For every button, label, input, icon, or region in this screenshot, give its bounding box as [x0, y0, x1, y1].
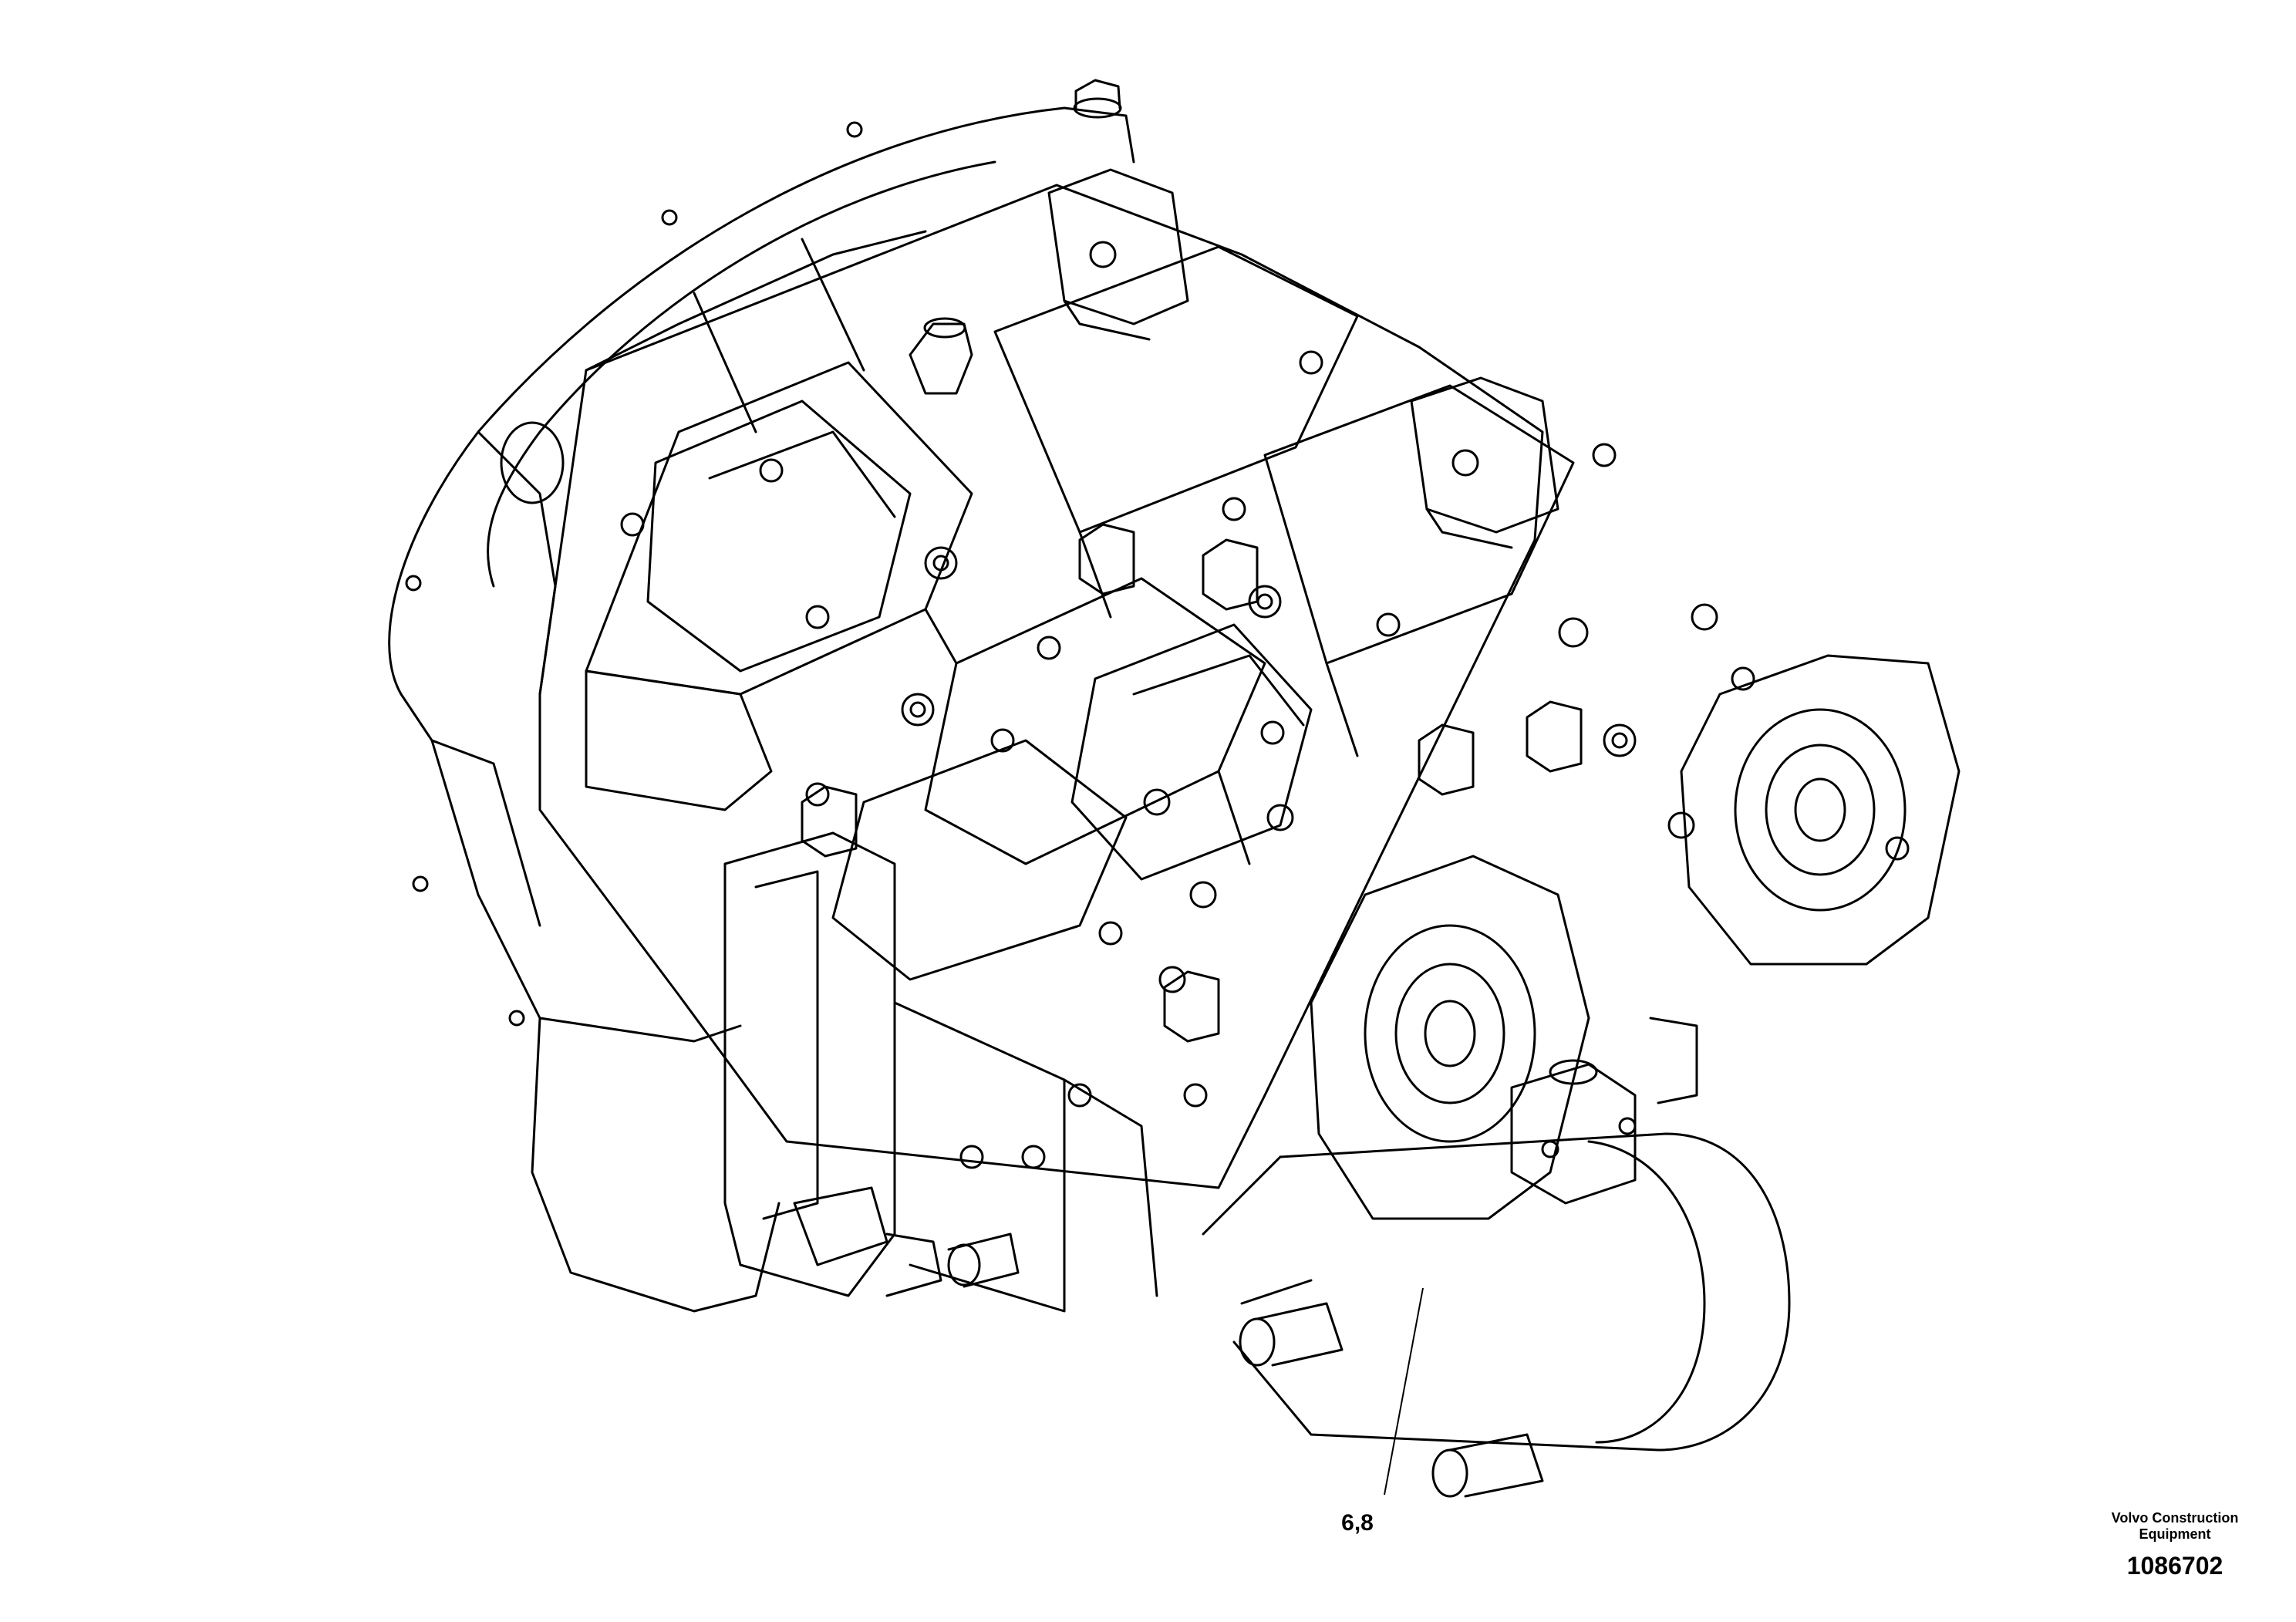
lower-manifold	[723, 831, 1158, 1313]
brand-label: Volvo Construction Equipment	[2082, 1510, 2267, 1543]
valve-block	[538, 184, 1575, 1189]
hex-plugs	[801, 317, 1583, 1043]
solenoid-coil-upper-left	[1047, 168, 1189, 341]
brand-line-2: Equipment	[2139, 1526, 2211, 1542]
end-cap-center	[1310, 855, 1590, 1220]
solenoid-coil-upper-right	[1410, 376, 1559, 549]
end-cap-right	[1680, 654, 1961, 966]
callout-label: 6,8	[1341, 1510, 1374, 1536]
document-number: 1086702	[2126, 1552, 2224, 1580]
transmission-housing	[388, 79, 1135, 1313]
callout-leader-line	[1384, 1287, 1424, 1496]
brand-line-1: Volvo Construction	[2111, 1510, 2239, 1526]
block-fasteners	[620, 350, 1910, 1108]
solenoid-coil-lower-mid	[1070, 623, 1313, 881]
oil-filter-cylinder	[1202, 1017, 1791, 1498]
solenoid-coil-lower-left	[646, 400, 912, 673]
